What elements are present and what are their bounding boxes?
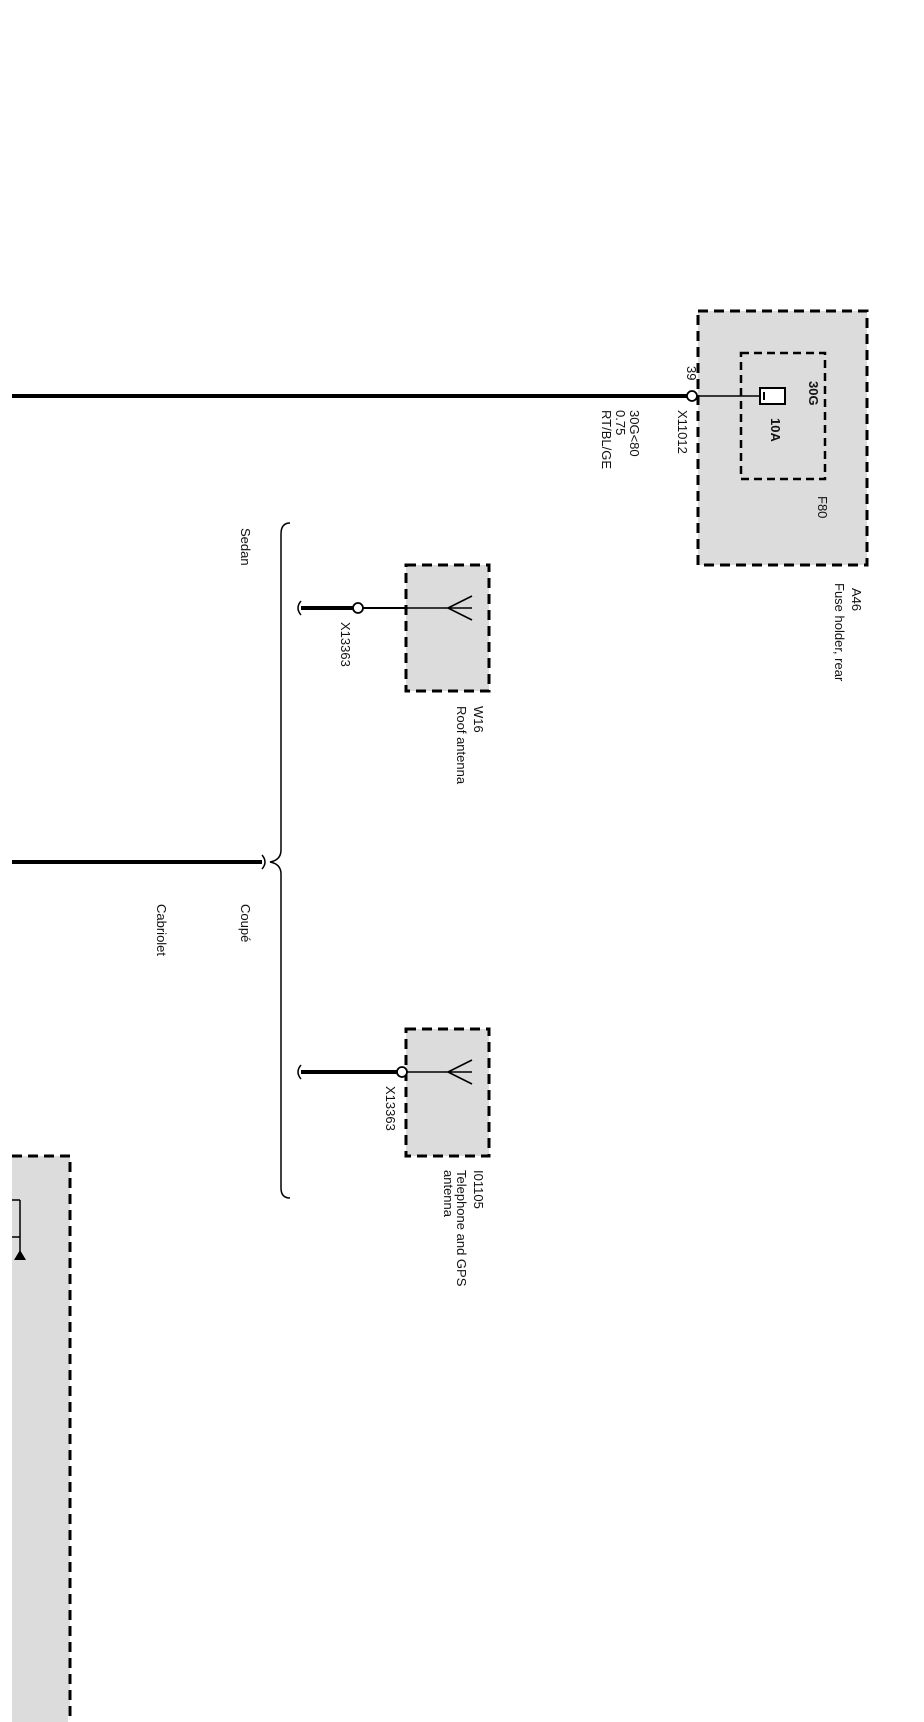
main-wire-labels: 39 X11012 30G<80 0.75 RT/BL/GE xyxy=(599,366,699,469)
roof-antenna-terminal xyxy=(352,602,364,614)
phone-antenna-id: I01105 xyxy=(471,1170,486,1209)
roof-antenna-wire-end xyxy=(297,600,302,616)
fuse-holder-a46 xyxy=(696,309,869,567)
phone-antenna-name-line1: Telephone and GPS xyxy=(454,1170,469,1287)
fuse-holder-id: A46 xyxy=(849,588,864,611)
wire-color-code: RT/BL/GE xyxy=(599,410,614,469)
fuse-symbol xyxy=(759,387,786,405)
phone-antenna-wire-end xyxy=(297,1064,302,1080)
pin-number: 39 xyxy=(684,366,699,380)
pin-39-terminal xyxy=(686,390,698,402)
ground-symbol-icon xyxy=(12,1199,21,1252)
variant-coupe: Coupé xyxy=(238,904,253,942)
ground-arrow-icon xyxy=(14,1250,26,1260)
roof-antenna-w16 xyxy=(297,563,491,693)
variant-cabriolet: Cabriolet xyxy=(154,904,169,956)
roof-antenna-box xyxy=(404,563,491,693)
roof-antenna-name: Roof antenna xyxy=(454,706,469,785)
phone-antenna-connector: X13363 xyxy=(383,1086,398,1131)
roof-antenna-icon xyxy=(406,595,473,621)
phone-antenna-i01105 xyxy=(297,1027,491,1158)
variant-sedan: Sedan xyxy=(238,528,253,566)
variant-labels: Sedan Coupé Cabriolet xyxy=(154,528,253,956)
partial-component-fill xyxy=(12,1158,68,1722)
partial-component xyxy=(12,1154,72,1722)
phone-antenna-terminal xyxy=(396,1066,408,1078)
phone-antenna-box xyxy=(404,1027,491,1158)
roof-antenna-id: W16 xyxy=(471,706,486,733)
roof-antenna-connector: X13363 xyxy=(338,622,353,667)
variant-wire-end xyxy=(261,854,266,870)
phone-antenna-labels: I01105 Telephone and GPS antenna X13363 xyxy=(383,1086,486,1287)
fuse-f80-box xyxy=(739,351,827,481)
wire-signal: 30G<80 xyxy=(627,410,642,457)
main-connector: X11012 xyxy=(675,410,690,454)
fuse-id: F80 xyxy=(815,496,830,518)
variant-bracket xyxy=(269,522,291,1199)
fuse-signal: 30G xyxy=(806,381,821,406)
fuse-holder-labels: A46 Fuse holder, rear F80 30G 10A xyxy=(768,381,864,682)
wire-gauge: 0.75 xyxy=(613,410,628,435)
phone-antenna-name-line2: antenna xyxy=(441,1170,456,1218)
phone-antenna-icon xyxy=(406,1059,473,1085)
fuse-holder-name: Fuse holder, rear xyxy=(832,583,847,682)
fuse-rating: 10A xyxy=(768,418,783,442)
roof-antenna-labels: W16 Roof antenna X13363 xyxy=(338,622,486,785)
